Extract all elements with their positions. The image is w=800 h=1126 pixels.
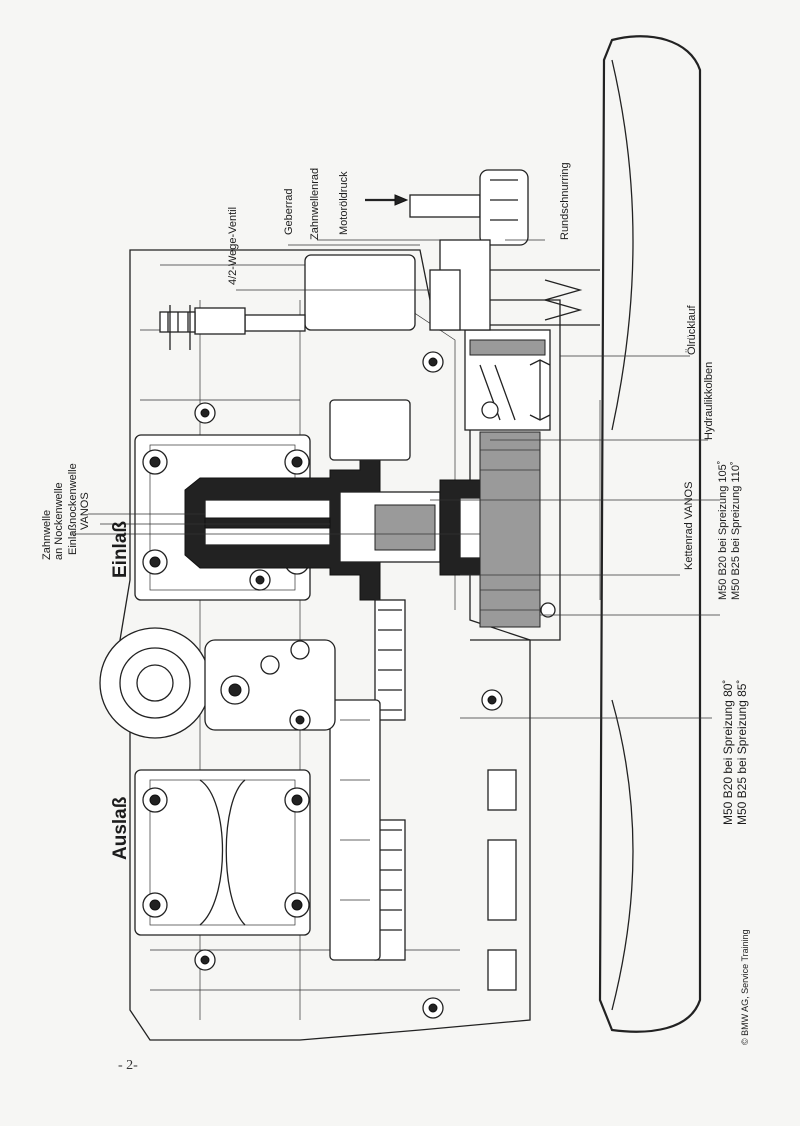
label-einlassnockenwelle: Einlaßnockenwelle bbox=[67, 463, 79, 555]
label-vanos: VANOS bbox=[79, 492, 91, 530]
page-number: - 2- bbox=[118, 1058, 138, 1073]
label-oelruecklauf: Ölrücklauf bbox=[686, 305, 698, 355]
label-geberrad: Geberrad bbox=[283, 189, 295, 235]
label-motoroeldruck: Motoröldruck bbox=[338, 171, 350, 235]
label-spreizung-110: M50 B25 bei Spreizung 110˚ bbox=[730, 461, 742, 600]
label-spreizung-105: M50 B20 bei Spreizung 105˚ bbox=[717, 461, 729, 600]
label-zahnwelle: Zahnwelle bbox=[41, 510, 53, 560]
engine-cover-outline bbox=[598, 35, 702, 1033]
copyright-text: © BMW AG, Service Training bbox=[740, 929, 750, 1045]
exhaust-bearing-block bbox=[134, 769, 311, 936]
label-rundschnurring: Rundschnurring bbox=[559, 162, 571, 240]
timing-chain bbox=[329, 399, 411, 961]
label-kettenrad-vanos: Kettenrad VANOS bbox=[683, 482, 695, 570]
oil-pressure-fitting bbox=[365, 169, 600, 331]
chain-tensioner bbox=[99, 627, 336, 739]
label-4-2-wege-ventil: 4/2-Wege-Ventil bbox=[227, 207, 239, 285]
label-an-nockenwelle: an Nockenwelle bbox=[53, 482, 65, 560]
solenoid-valve bbox=[159, 254, 416, 350]
label-zahnwellenrad: Zahnwellenrad bbox=[309, 168, 321, 240]
label-auslass: Auslaß bbox=[110, 796, 131, 860]
label-spreizung-80: M50 B20 bei Spreizung 80˚ bbox=[721, 680, 735, 825]
intake-camshaft-vanos bbox=[184, 431, 541, 628]
housing-bolts bbox=[194, 351, 556, 1019]
label-einlass: Einlaß bbox=[110, 521, 131, 578]
diagram-labels: Zahnwelle an Nockenwelle Einlaßnockenwel… bbox=[41, 162, 750, 1045]
leader-lines bbox=[70, 239, 720, 719]
label-hydraulikkolben: Hydraulikkolben bbox=[703, 362, 715, 440]
label-spreizung-85: M50 B25 bei Spreizung 85˚ bbox=[735, 680, 749, 825]
hydraulic-piston-housing bbox=[430, 299, 561, 641]
